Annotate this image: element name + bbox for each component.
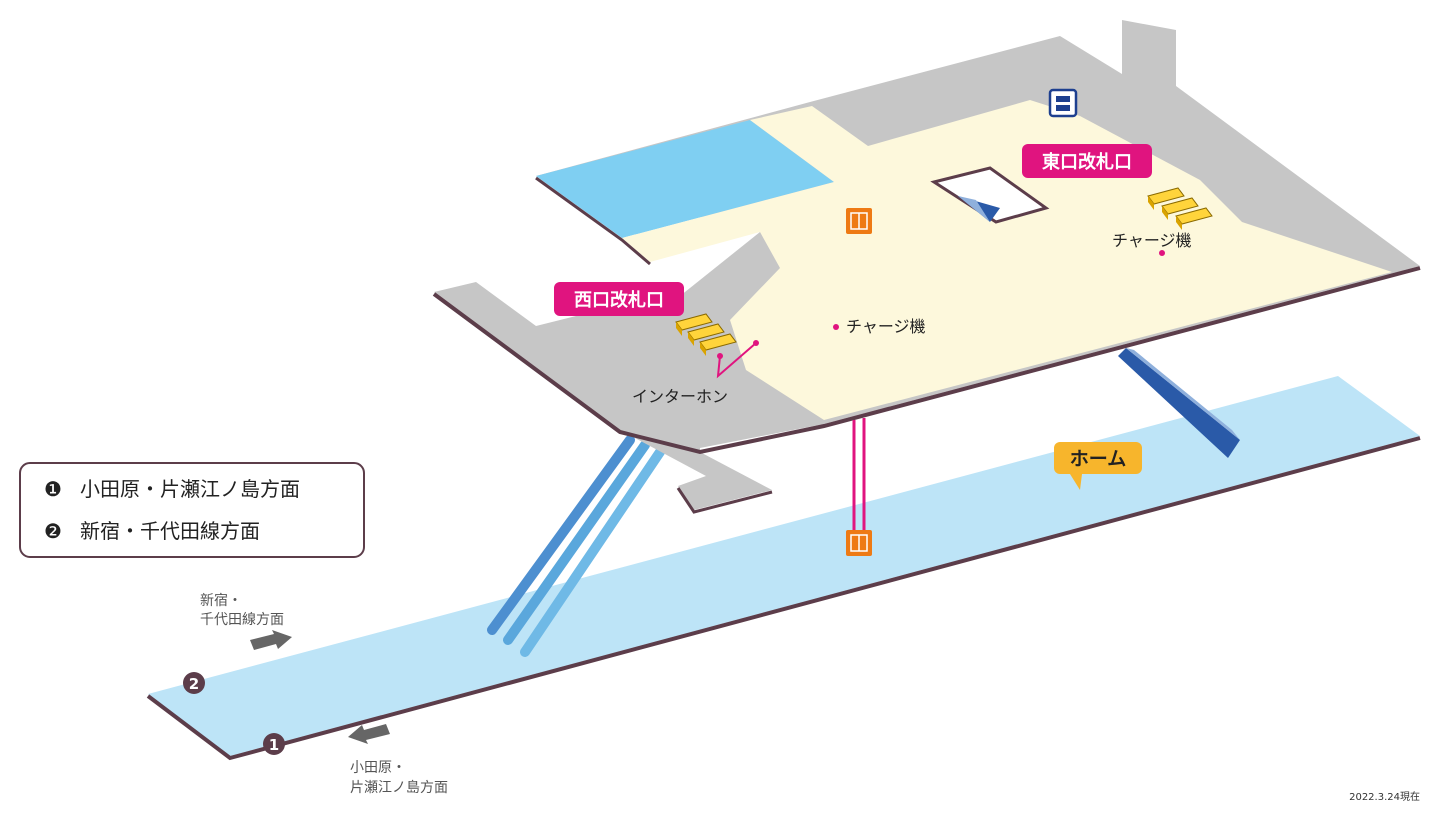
- intercom-label: インターホン: [632, 387, 728, 406]
- legend: ❶ 小田原・片瀬江ノ島方面 ❷ 新宿・千代田線方面: [19, 462, 365, 558]
- platform-label: ホーム: [1070, 448, 1126, 470]
- shinjuku-direction-line2: 千代田線方面: [200, 612, 284, 628]
- platform-badge[interactable]: ホーム: [1054, 442, 1142, 490]
- charge-point-center: [833, 324, 839, 330]
- arrow-right-icon: [250, 630, 292, 650]
- ticket-gate-icon[interactable]: [675, 313, 737, 356]
- info-board-icon[interactable]: [1048, 88, 1078, 118]
- charge-point-east: [1159, 250, 1165, 256]
- elevator-icon[interactable]: [846, 208, 872, 234]
- as-of-date: 2022.3.24現在: [1349, 791, 1420, 803]
- elevator-icon[interactable]: [846, 530, 872, 556]
- odawara-direction-line1: 小田原・: [350, 760, 406, 776]
- intercom-leader: [716, 340, 759, 379]
- platform-marker-2: 2: [183, 672, 205, 694]
- shinjuku-direction-line1: 新宿・: [200, 592, 242, 609]
- elevator-shaft: [852, 418, 866, 536]
- stairs-icon[interactable]: [958, 196, 1240, 458]
- east-gate-badge[interactable]: 東口改札口: [1022, 144, 1152, 178]
- odawara-direction-line2: 片瀬江ノ島方面: [350, 780, 448, 796]
- concourse-edge-stub: [676, 487, 773, 514]
- charge-machine-center-label: チャージ機: [846, 317, 926, 336]
- west-gate-badge[interactable]: 西口改札口: [554, 282, 684, 316]
- legend-item-1-text: 小田原・片瀬江ノ島方面: [80, 477, 300, 501]
- concourse-level: [432, 20, 1421, 514]
- platform-edge: [146, 436, 1421, 761]
- legend-item-2-text: 新宿・千代田線方面: [80, 519, 260, 543]
- ticket-gate-icon[interactable]: [1147, 187, 1213, 230]
- arrow-left-icon: [348, 724, 390, 744]
- svg-text:1: 1: [269, 736, 279, 754]
- concourse-blue-area: [536, 120, 834, 238]
- platform-marker-1: 1: [263, 733, 285, 755]
- concourse-cream-area[interactable]: [622, 100, 1392, 420]
- legend-item-1-number: ❶: [44, 477, 62, 501]
- concourse-edge-front: [432, 266, 1421, 455]
- west-gate-label: 西口改札口: [574, 289, 664, 311]
- east-gate-label: 東口改札口: [1042, 151, 1132, 173]
- charge-machine-east-label: チャージ機: [1112, 231, 1192, 250]
- concourse-edge-left: [535, 176, 651, 266]
- legend-item-2-number: ❷: [44, 519, 62, 543]
- svg-text:2: 2: [189, 675, 199, 693]
